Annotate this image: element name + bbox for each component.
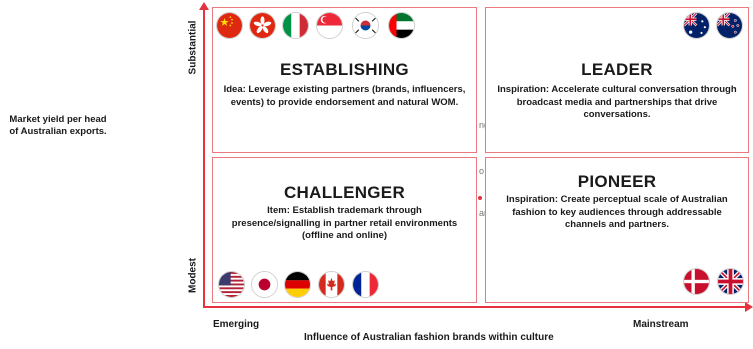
stray-text-fragment: o bbox=[479, 166, 485, 176]
singapore-flag-icon bbox=[316, 12, 343, 39]
y-axis-note: Market yield per head of Australian expo… bbox=[9, 114, 107, 137]
south-korea-flag-icon bbox=[352, 12, 379, 39]
italy-flag-icon bbox=[282, 12, 309, 39]
y-axis-arrow bbox=[199, 2, 209, 10]
stray-dot bbox=[478, 196, 482, 200]
germany-flag-icon bbox=[284, 271, 311, 298]
y-axis-bottom-label: Modest bbox=[187, 258, 199, 293]
quadrant-body: Idea: Leverage existing partners (brands… bbox=[223, 84, 466, 108]
x-axis-left-label: Emerging bbox=[213, 319, 260, 330]
hong-kong-flag-icon bbox=[249, 12, 276, 39]
china-flag-icon bbox=[216, 12, 243, 39]
quadrant-leader: LEADER Inspiration: Accelerate cultural … bbox=[485, 7, 749, 153]
usa-flag-icon bbox=[218, 271, 245, 298]
japan-flag-icon bbox=[251, 271, 278, 298]
quadrant-title: CHALLENGER bbox=[283, 183, 406, 202]
stray-text-fragment: ng bbox=[479, 120, 490, 130]
x-axis-title: Influence of Australian fashion brands w… bbox=[304, 332, 554, 343]
y-axis-top-label: Substantial bbox=[187, 20, 199, 75]
quadrant-body: Inspiration: Accelerate cultural convers… bbox=[497, 84, 737, 120]
x-axis-right-label: Mainstream bbox=[633, 319, 689, 330]
denmark-flag-icon bbox=[683, 268, 710, 295]
quadrant-body: Inspiration: Create perceptual scale of … bbox=[506, 194, 728, 230]
canada-flag-icon bbox=[318, 271, 345, 298]
stray-text-fragment: ar bbox=[479, 208, 488, 218]
australia-flag-icon bbox=[683, 12, 710, 39]
france-flag-icon bbox=[352, 271, 379, 298]
quadrant-title: ESTABLISHING bbox=[280, 60, 409, 79]
x-axis-arrow bbox=[745, 302, 753, 312]
x-axis-line bbox=[203, 306, 748, 308]
uae-flag-icon bbox=[388, 12, 415, 39]
new-zealand-flag-icon bbox=[716, 12, 743, 39]
quadrant-body: Item: Establish trademark through presen… bbox=[231, 205, 458, 241]
y-axis-line bbox=[203, 8, 205, 308]
uk-flag-icon bbox=[717, 268, 744, 295]
quadrant-title: PIONEER bbox=[577, 172, 657, 191]
quadrant-title: LEADER bbox=[581, 60, 653, 79]
